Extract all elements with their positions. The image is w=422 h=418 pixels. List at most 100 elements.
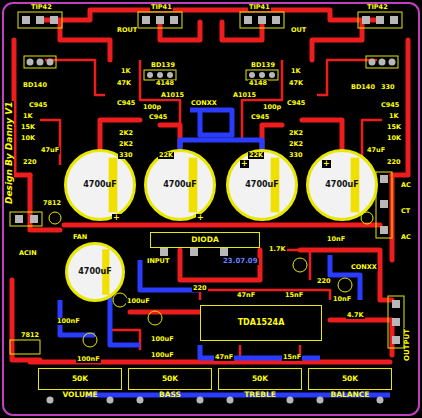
pcb-rect <box>190 248 198 256</box>
pcb-circle <box>379 59 386 66</box>
pcb-rect <box>392 318 400 326</box>
pcb-path <box>222 22 262 40</box>
silkscreen-label: ACIN <box>18 250 38 257</box>
pcb-circle <box>47 397 54 404</box>
pcb-rect <box>30 215 38 223</box>
silkscreen-label: 2K2 <box>118 141 134 148</box>
pcb-rect <box>36 16 44 24</box>
silkscreen-label: 1K <box>388 113 400 120</box>
silkscreen-label: 1K <box>290 68 302 75</box>
top-traces <box>12 10 408 362</box>
silkscreen-label: 100p <box>262 104 282 111</box>
pcb-circle <box>227 397 234 404</box>
pcb-rect <box>144 70 176 80</box>
silkscreen-label: INPUT <box>146 258 170 265</box>
silkscreen-label: 330 <box>118 152 134 159</box>
silkscreen-label: 220 <box>316 278 332 285</box>
capacitor-body <box>66 151 135 220</box>
pcb-circle <box>157 72 163 78</box>
pcb-rect <box>380 200 388 208</box>
silkscreen-label: CONXX <box>190 100 218 107</box>
silkscreen-label: AC <box>400 182 412 189</box>
component-value: 4700uF <box>78 268 111 276</box>
silkscreen-label: 2K2 <box>288 141 304 148</box>
pcb-rect <box>390 16 398 24</box>
silkscreen-label: 22K <box>158 152 174 159</box>
bottom-traces <box>60 110 390 395</box>
component-value: 50K <box>342 375 358 383</box>
pcb-path <box>302 120 342 150</box>
silkscreen-label: + <box>322 160 331 168</box>
pcb-path <box>330 320 392 355</box>
component-box: DIODA <box>150 232 260 248</box>
pcb-path <box>280 250 310 280</box>
silkscreen-label: TIP41 <box>150 4 173 11</box>
potentiometer-node: 50KVOLUME <box>38 368 122 390</box>
silkscreen-label: C945 <box>148 114 168 121</box>
pcb-circle <box>287 397 294 404</box>
silkscreen-label: 4.7K <box>346 312 365 319</box>
pcb-rect <box>392 336 400 344</box>
pcb-circle <box>27 59 34 66</box>
silkscreen-label: 10K <box>20 135 36 142</box>
control-name: BASS <box>129 391 211 399</box>
capacitor-body <box>308 151 377 220</box>
pcb-rect <box>358 12 402 28</box>
silkscreen-label: C945 <box>286 100 306 107</box>
silkscreen-label: A1015 <box>160 92 185 99</box>
control-name: BALANCE <box>309 391 391 399</box>
silkscreen-label: 100nF <box>76 356 101 363</box>
silkscreen-label: AC <box>400 234 412 241</box>
pcb-path <box>12 280 40 360</box>
capacitor-body <box>228 151 297 220</box>
pcb-path <box>330 255 360 300</box>
pcb-rect <box>170 16 178 24</box>
silkscreen-label: C945 <box>28 102 48 109</box>
pcb-rect <box>10 340 40 354</box>
capacitor-body <box>146 151 215 220</box>
pcb-path <box>160 125 180 150</box>
silkscreen-label: 15K <box>20 124 36 131</box>
silkscreen-label: 15K <box>386 124 402 131</box>
component-value: 50K <box>162 375 178 383</box>
pcb-path <box>317 60 377 95</box>
component-value: DIODA <box>191 236 218 244</box>
pcb-path <box>312 22 362 60</box>
silkscreen-label: BD140 <box>22 82 48 89</box>
pcb-circle <box>249 72 255 78</box>
pcb-circle <box>47 59 54 66</box>
pcb-circle <box>148 311 162 325</box>
component-value: 4700uF <box>325 181 358 189</box>
capacitor-node: 4700uF <box>306 149 378 221</box>
silkscreen-label: 2K2 <box>288 130 304 137</box>
silkscreen-label: 47nF <box>236 292 256 299</box>
silkscreen-label: 330 <box>380 84 396 91</box>
control-name: VOLUME <box>39 391 121 399</box>
silkscreen-label: 47K <box>288 80 304 87</box>
silkscreen-label: 1K <box>120 68 132 75</box>
pcb-circle <box>167 72 173 78</box>
silkscreen-label: C945 <box>116 100 136 107</box>
component-value: 50K <box>72 375 88 383</box>
silkscreen-label: 15nF <box>284 292 304 299</box>
pcb-path <box>160 22 200 40</box>
silkscreen-label: 100p <box>142 104 162 111</box>
control-name: TREBLE <box>219 391 301 399</box>
pcb-path <box>40 120 60 165</box>
pcb-circle <box>137 397 144 404</box>
silkscreen-label: 22K <box>248 152 264 159</box>
silkscreen-label: ROUT <box>116 27 138 34</box>
pcb-path <box>64 223 380 228</box>
pcb-path <box>180 140 262 150</box>
pcb-path <box>200 290 330 300</box>
silkscreen-label: 100uF <box>126 298 151 305</box>
silkscreen-label: 1K <box>22 113 34 120</box>
silkscreen-label: TIP41 <box>248 4 271 11</box>
silkscreen-label: FAN <box>72 234 88 241</box>
pcb-circle <box>389 59 396 66</box>
component-value: 4700uF <box>245 181 278 189</box>
pcb-circle <box>317 397 324 404</box>
pcb-circle <box>49 212 61 224</box>
